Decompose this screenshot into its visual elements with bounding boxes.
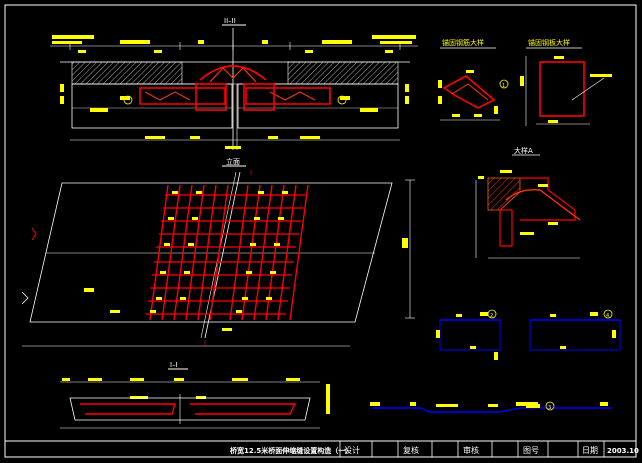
detail-anchor-plate-title: 锚固钢板大样 [528, 38, 570, 47]
section-i-i: I–I [60, 361, 330, 429]
section-mark-top: I [250, 169, 252, 177]
detail-anchor-rebar: 锚固钢筋大样 1 [438, 38, 509, 121]
review-label: 复核 [403, 445, 419, 455]
detail-a-title: 大样A [514, 146, 533, 155]
callout-2: 2 [490, 313, 493, 319]
detail-anchor-rebar-title: 锚固钢筋大样 [442, 38, 484, 47]
section-ii-ii: II–II [50, 17, 418, 150]
drawing-name: 桥宽12.5米桥面伸缩缝设置构造（一） [230, 446, 352, 455]
date-label: 日期 [582, 446, 598, 455]
elevation-view: 立面 I I [21, 157, 415, 347]
title-block: 桥宽12.5米桥面伸缩缝设置构造（一） 设计 复核 审核 图号 日期 2003.… [5, 440, 639, 457]
drawing-no-label: 图号 [523, 446, 539, 455]
detail-a: 大样A [475, 146, 581, 259]
callout-3: 3 [548, 405, 551, 411]
elevation-title: 立面 [226, 157, 240, 166]
detail-blue-profile: 3 [370, 401, 612, 413]
callout-1: 1 [502, 83, 505, 89]
drawing-frame [4, 4, 637, 458]
date-value: 2003.10 [607, 447, 639, 455]
audit-label: 审核 [463, 445, 479, 455]
section-ii-title: II–II [224, 17, 236, 25]
detail-anchor-plate: 锚固钢板大样 [520, 38, 612, 126]
design-label: 设计 [344, 445, 360, 455]
section-i-title: I–I [170, 361, 178, 369]
detail-blue-left: 2 [436, 309, 501, 360]
callout-4: 4 [606, 313, 609, 319]
detail-blue-right: 4 [529, 309, 621, 351]
section-mark-bottom: I [204, 339, 206, 347]
